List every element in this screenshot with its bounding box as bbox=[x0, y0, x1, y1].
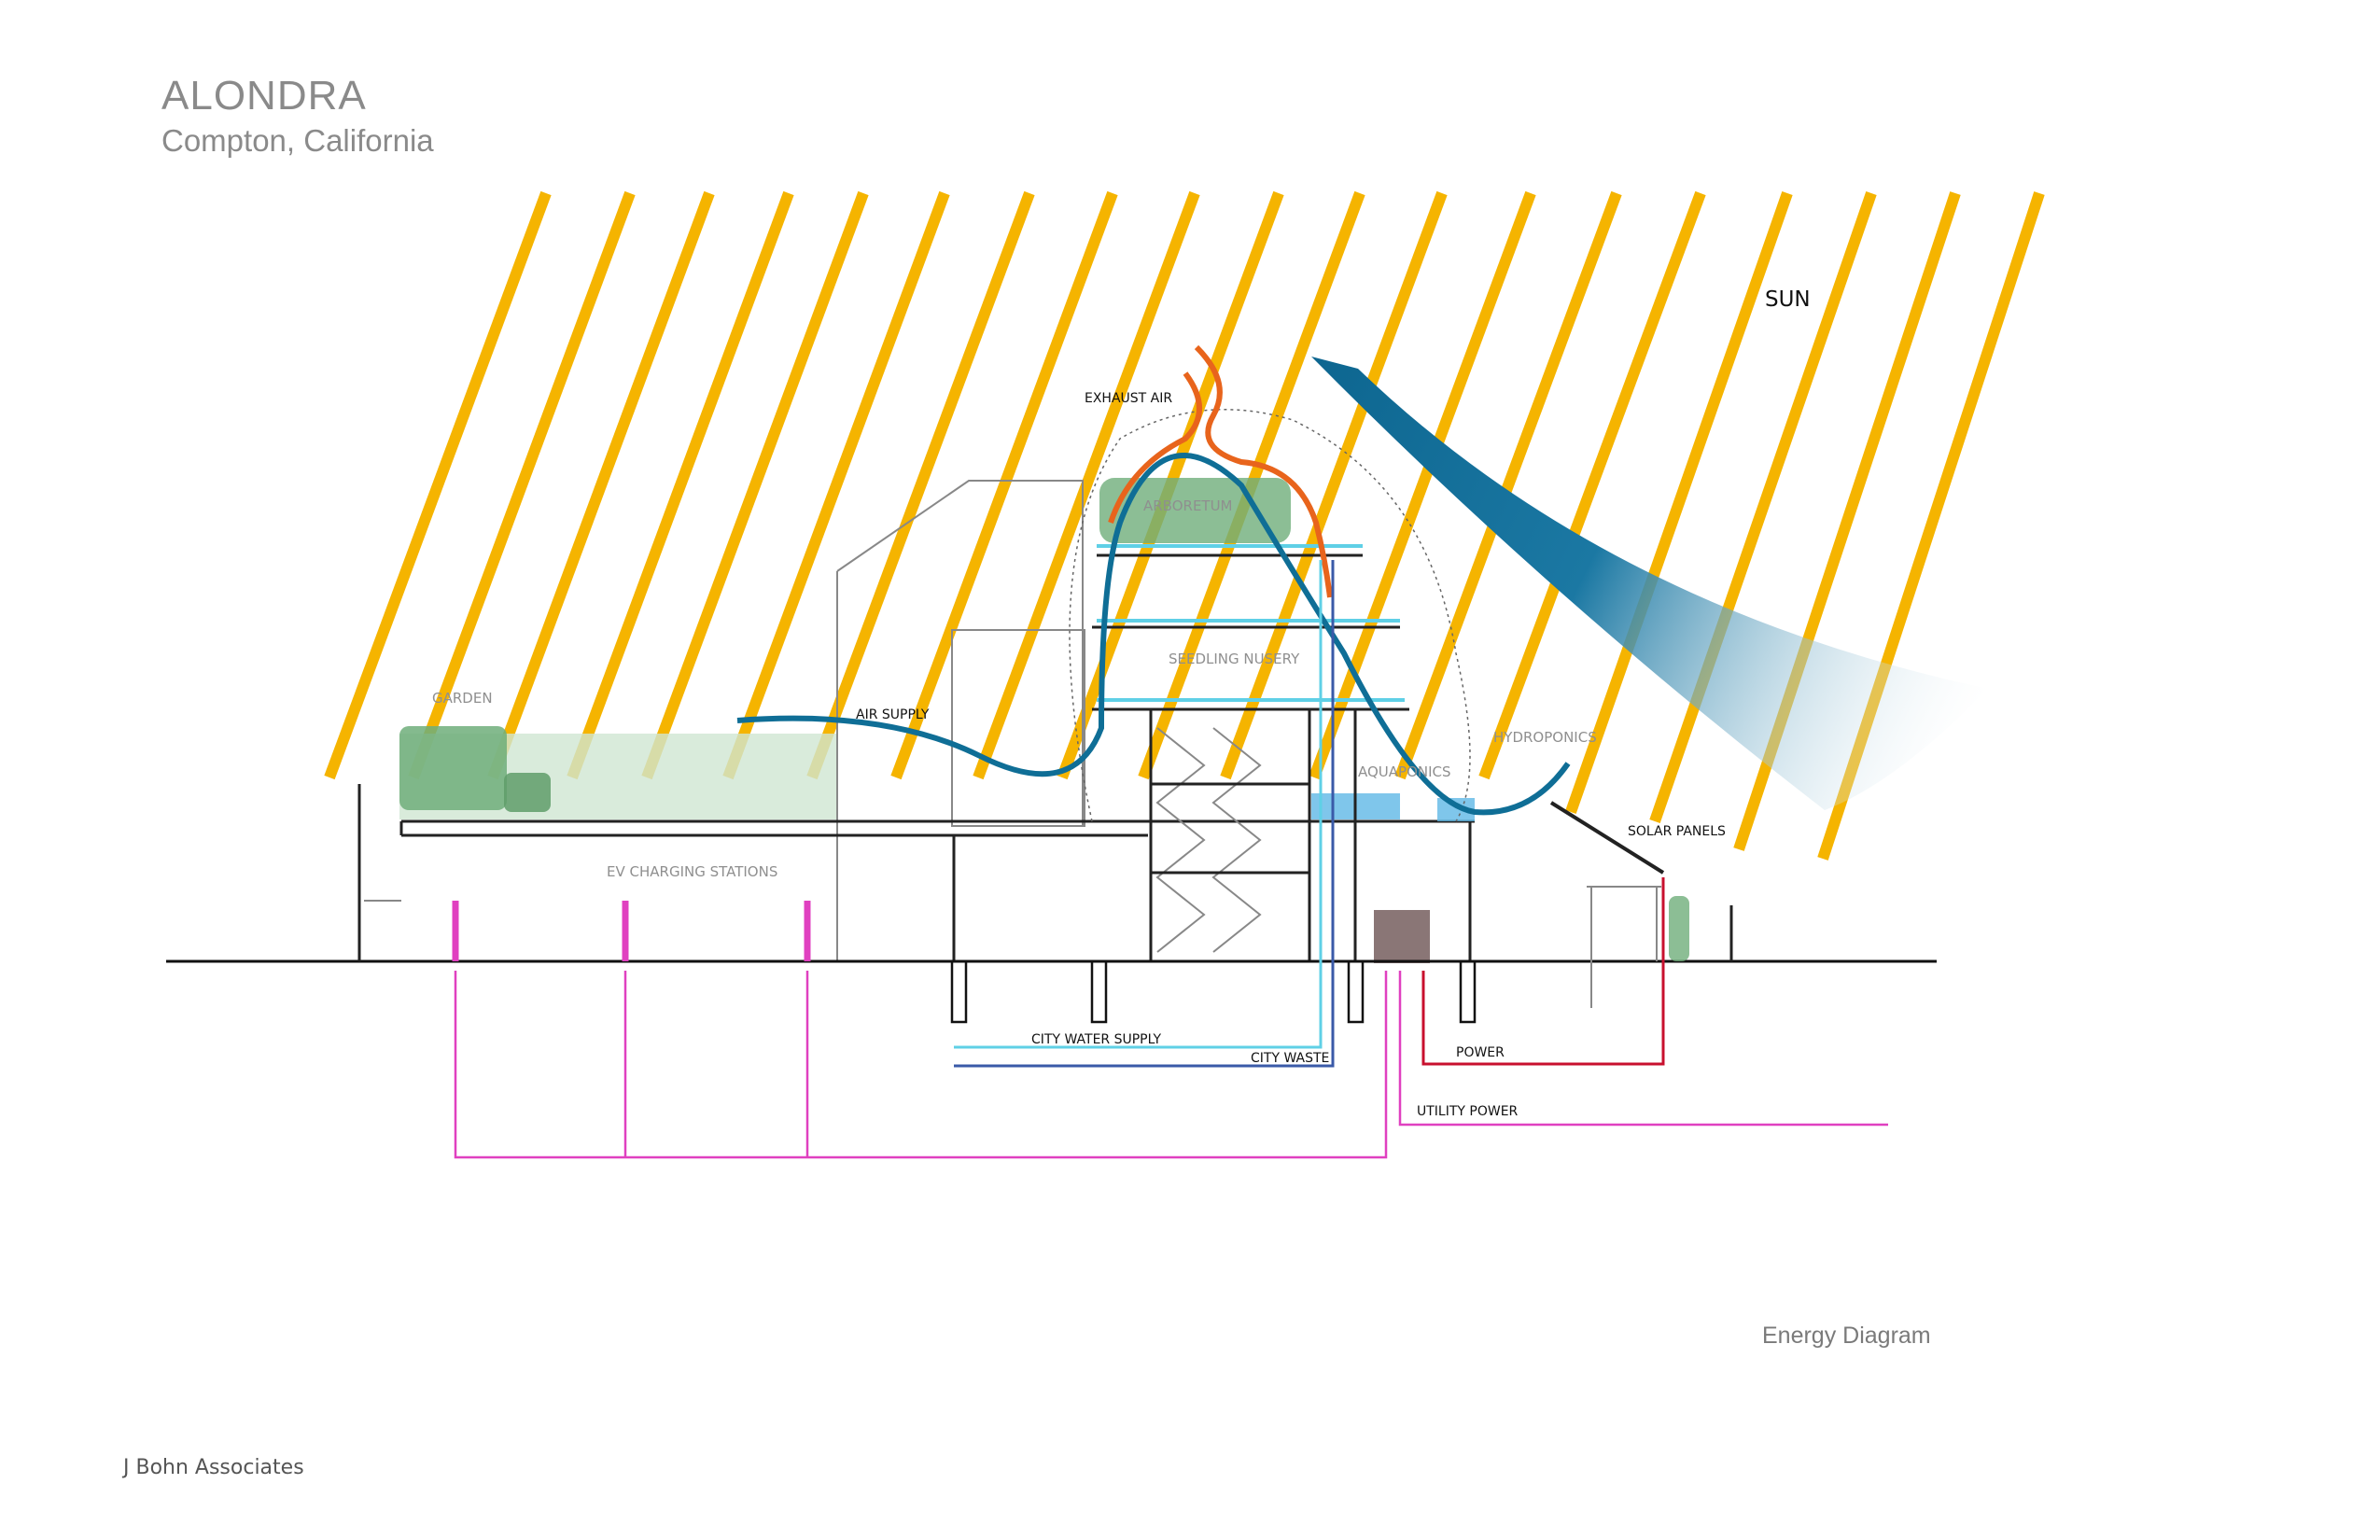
utility-power-lines bbox=[454, 971, 1888, 1159]
exhaust-flow bbox=[1108, 344, 1333, 598]
building-section bbox=[166, 478, 1937, 1024]
city-water-supply-label: CITY WATER SUPPLY bbox=[1031, 1032, 1162, 1047]
ev-chargers bbox=[452, 901, 811, 961]
city-waste-label: CITY WASTE bbox=[1251, 1051, 1329, 1066]
garden-label: GARDEN bbox=[432, 690, 493, 707]
battery-box bbox=[1374, 910, 1430, 963]
exhaust-air-label: EXHAUST AIR bbox=[1085, 391, 1172, 406]
sun-label: SUN bbox=[1765, 287, 1811, 312]
hydroponics-label: HYDROPONICS bbox=[1493, 729, 1597, 746]
diagram-caption: Energy Diagram bbox=[1762, 1323, 1931, 1349]
city-water-line bbox=[954, 560, 1323, 1049]
firm-credit: J Bohn Associates bbox=[123, 1456, 304, 1479]
power-line bbox=[1421, 877, 1665, 1066]
ev-charging-label: EV CHARGING STATIONS bbox=[607, 863, 777, 880]
arboretum-label: ARBORETUM bbox=[1143, 497, 1233, 514]
solar-panels-label: SOLAR PANELS bbox=[1628, 824, 1726, 839]
aquaponics-label: AQUAPONICS bbox=[1358, 763, 1451, 780]
light-beam bbox=[1311, 357, 1988, 810]
project-location: Compton, California bbox=[161, 123, 434, 158]
seedling-nursery-label: SEEDLING NUSERY bbox=[1169, 651, 1300, 667]
city-waste-line bbox=[954, 560, 1335, 1068]
project-title: ALONDRA bbox=[161, 73, 367, 119]
air-supply-label: AIR SUPPLY bbox=[856, 707, 930, 722]
power-label: POWER bbox=[1456, 1045, 1505, 1060]
air-supply-flow bbox=[736, 453, 1571, 816]
sun-rays bbox=[324, 190, 2045, 861]
utility-power-label: UTILITY POWER bbox=[1417, 1104, 1519, 1119]
